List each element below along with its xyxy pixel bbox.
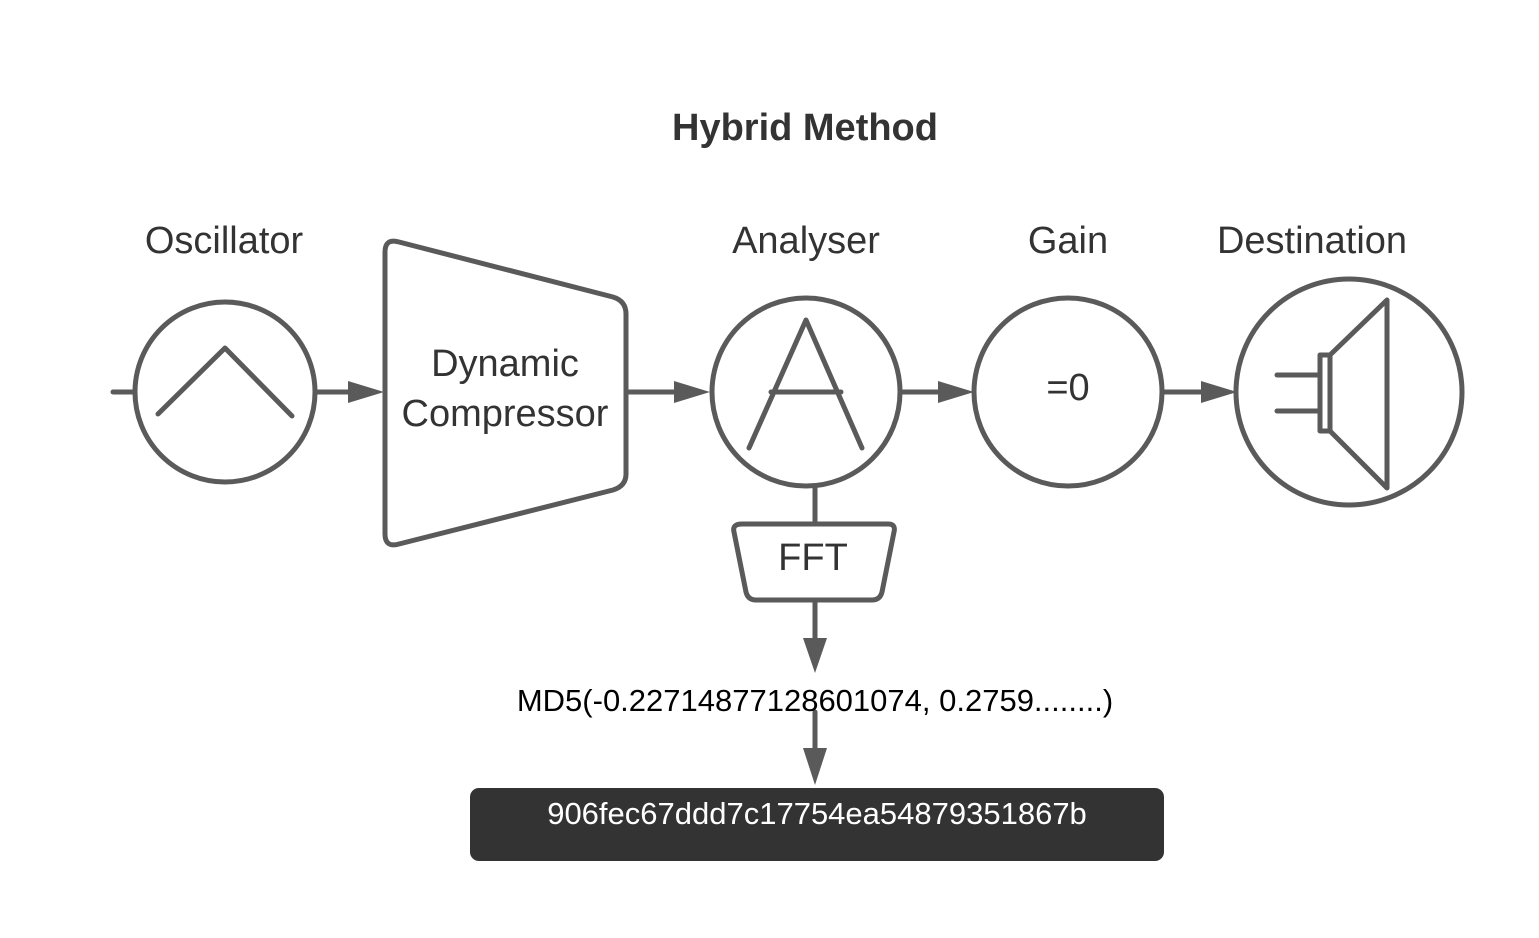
connector-md5-to-hash — [803, 709, 827, 785]
letter-a-icon — [746, 317, 865, 451]
compressor-label-line2: Compressor — [402, 393, 609, 435]
gain-label: Gain — [1028, 220, 1108, 262]
connector-gain-to-destination — [1161, 381, 1237, 403]
compressor-label-line1: Dynamic — [431, 343, 579, 385]
analyser-node — [709, 295, 903, 489]
triangle-wave-icon — [155, 345, 295, 419]
speaker-icon — [1274, 297, 1390, 491]
md5-expression: MD5(-0.22714877128601074, 0.2759........… — [517, 683, 1113, 718]
connector-fft-to-md5 — [803, 597, 827, 673]
oscillator-label: Oscillator — [145, 220, 304, 262]
destination-node — [1233, 276, 1465, 508]
connector-compressor-to-analyser — [623, 381, 710, 403]
hash-result-box: 906fec67ddd7c17754ea54879351867b — [470, 788, 1164, 861]
oscillator-node — [132, 299, 318, 485]
connector-analyser-to-gain — [899, 381, 974, 403]
destination-label: Destination — [1217, 220, 1407, 262]
connector-oscillator-to-compressor — [313, 381, 384, 403]
gain-node: =0 — [971, 295, 1165, 489]
fft-label: FFT — [778, 537, 848, 579]
diagram-title: Hybrid Method — [672, 107, 938, 149]
gain-value: =0 — [1046, 367, 1089, 409]
hash-result-text: 906fec67ddd7c17754ea54879351867b — [547, 796, 1087, 831]
fft-node: FFT — [731, 521, 897, 603]
compressor-node: Dynamic Compressor — [382, 238, 629, 548]
analyser-label: Analyser — [732, 220, 880, 262]
